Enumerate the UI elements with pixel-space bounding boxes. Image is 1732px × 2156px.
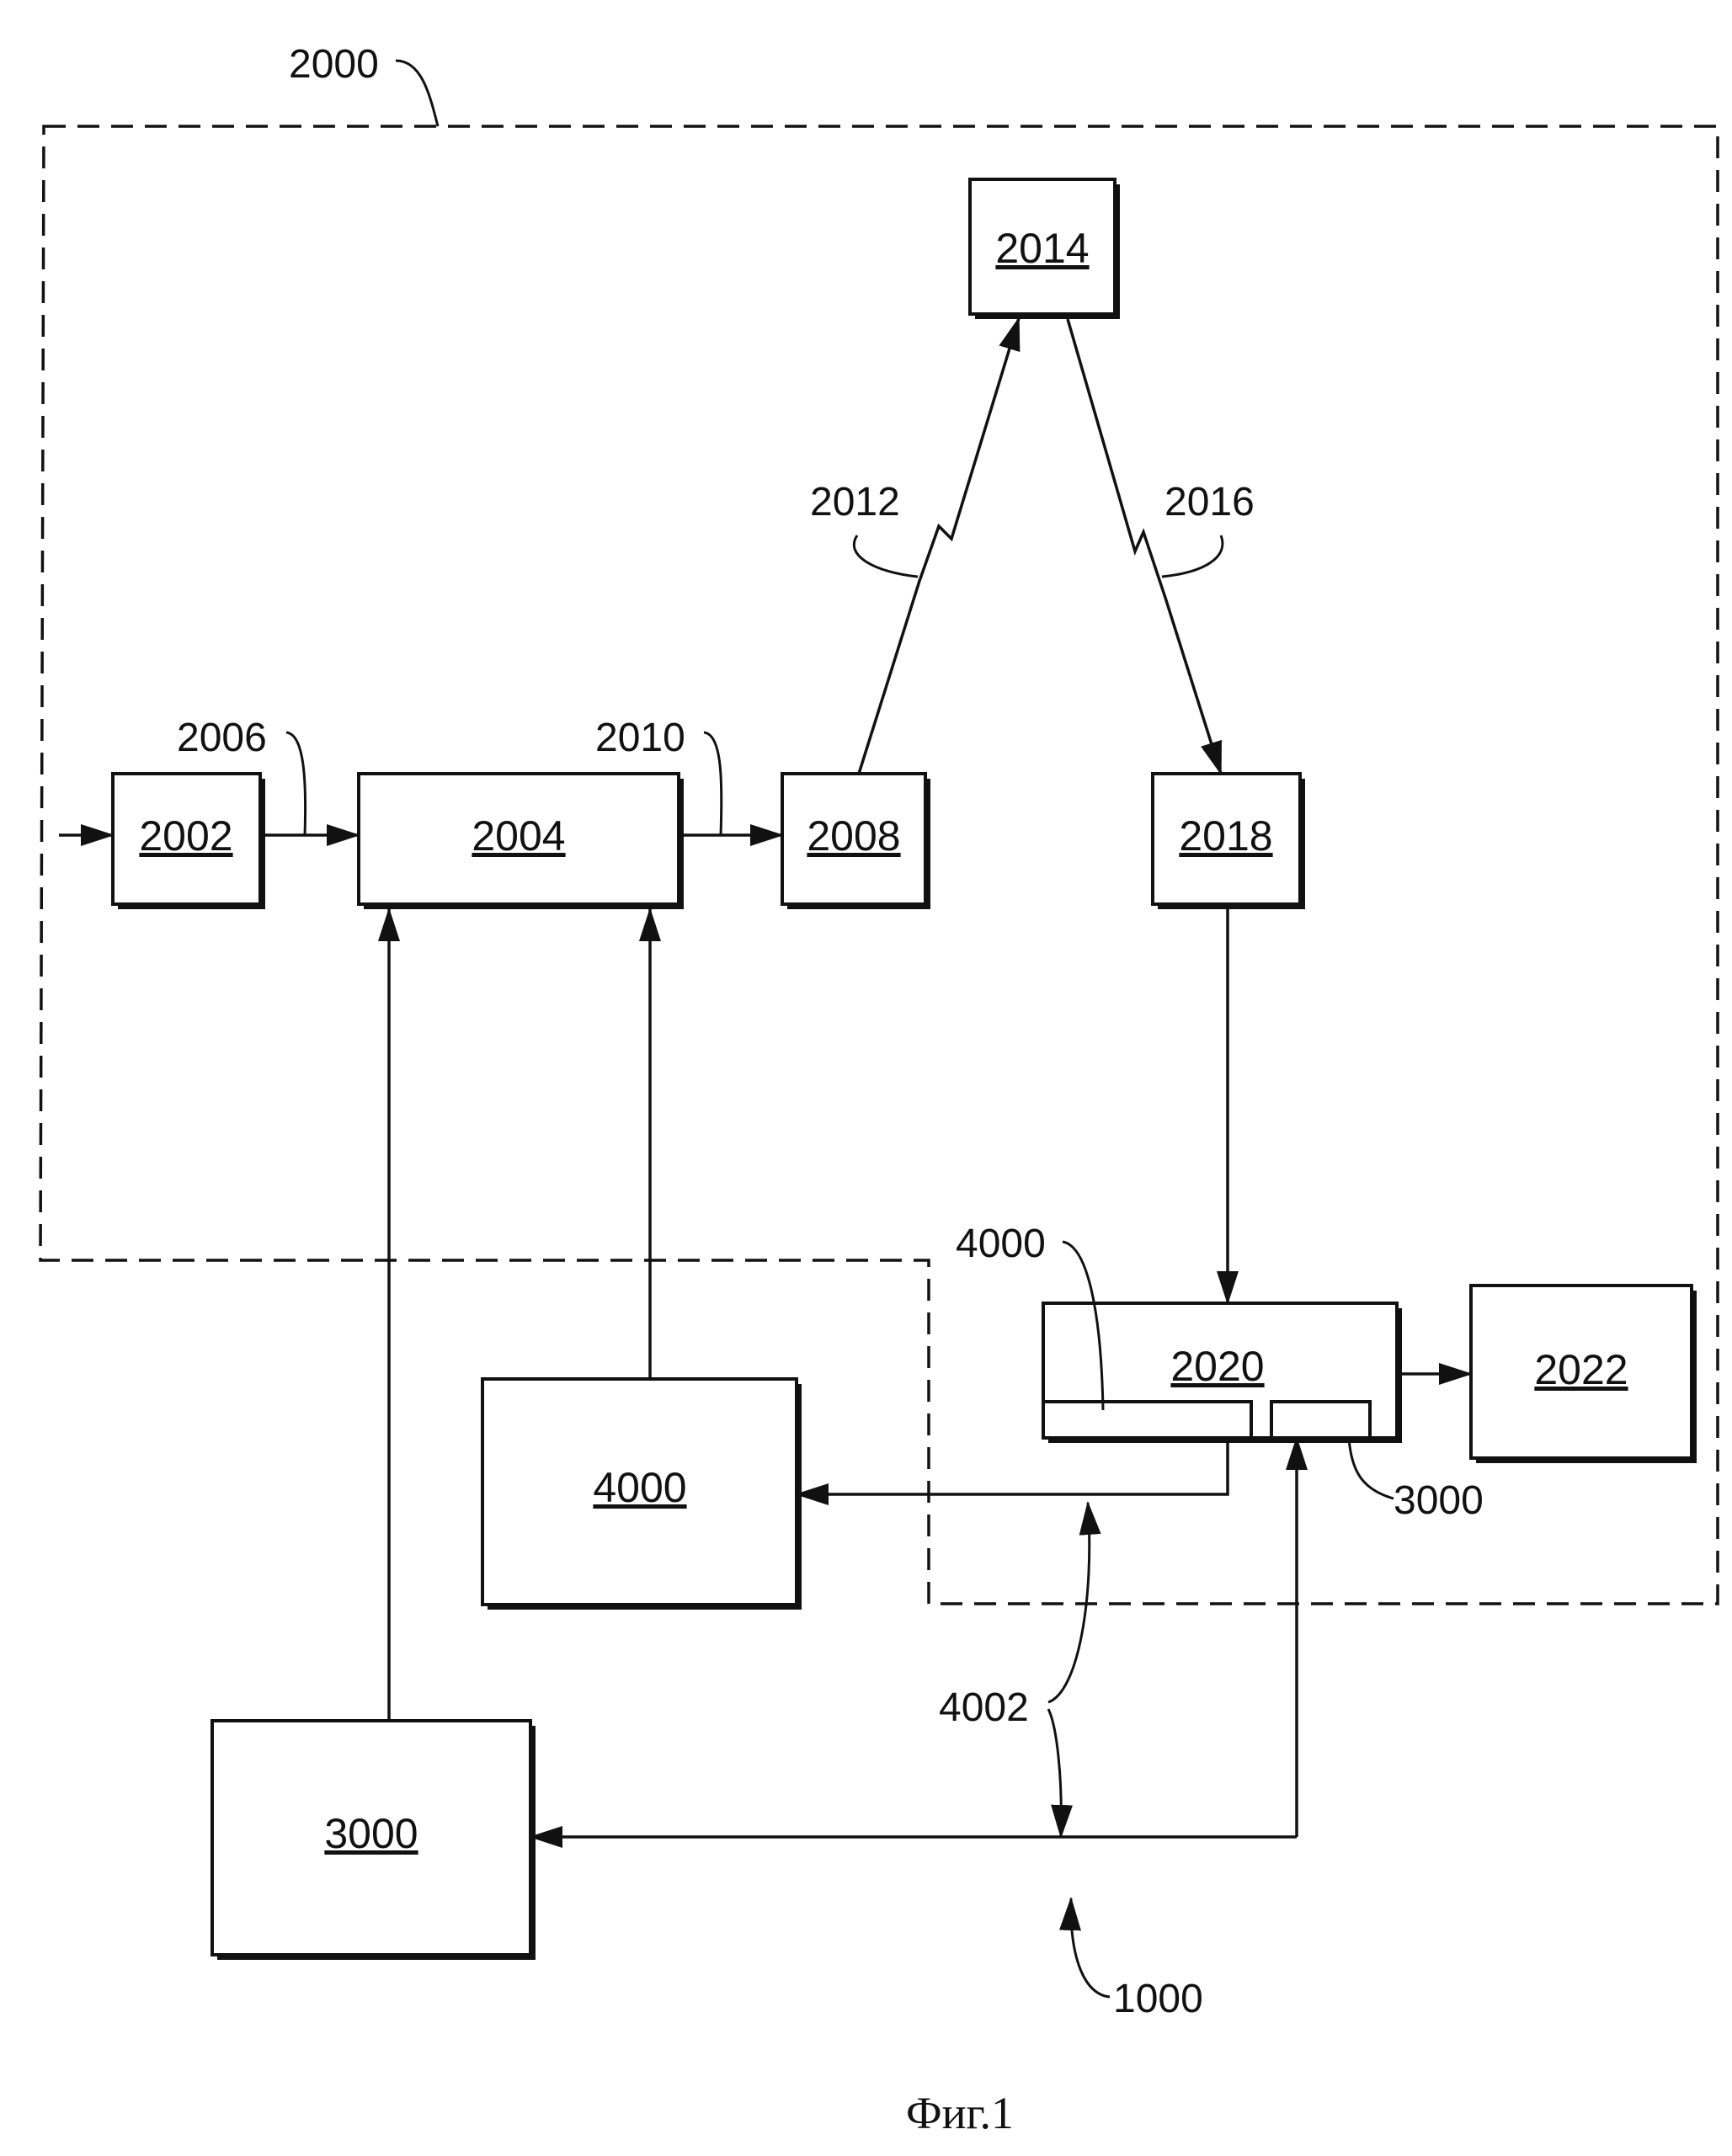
box-2014: 2014 [970,179,1120,319]
box-2014-label: 2014 [995,225,1089,272]
label-2006: 2006 [177,716,267,760]
box-3000: 3000 [212,1721,536,1960]
label-2012: 2012 [810,480,900,524]
leader-2006 [286,732,306,835]
label-2010: 2010 [595,716,685,760]
box-4000-label: 4000 [593,1464,686,1511]
box-2022: 2022 [1471,1286,1697,1463]
box-2004: 2004 [359,774,684,909]
leader-3000-right [1349,1438,1394,1499]
sub-block-3000 [1271,1402,1370,1438]
label-2000: 2000 [289,42,379,87]
box-2018-label: 2018 [1179,812,1272,860]
box-2002: 2002 [113,774,265,909]
box-2020-label: 2020 [1170,1343,1264,1390]
sub-block-4000 [1043,1402,1251,1438]
leader-2016 [1162,535,1223,577]
leader-1000 [1071,1898,1110,1997]
label-1000: 1000 [1113,1977,1203,2021]
leader-2010 [704,732,722,835]
label-2016: 2016 [1164,480,1255,524]
leader-2012 [854,535,918,577]
box-4000: 4000 [482,1379,802,1610]
box-2008-label: 2008 [807,812,900,860]
box-2004-label: 2004 [472,812,565,860]
box-3000-label: 3000 [324,1810,418,1857]
arrow-2020-4000 [797,1438,1228,1494]
figure-caption: Фиг.1 [906,2088,1014,2138]
box-2018: 2018 [1153,774,1305,909]
leader-4002-down [1048,1709,1061,1837]
box-2002-label: 2002 [139,812,232,860]
link-2016 [1068,319,1221,774]
label-4000-top: 4000 [956,1222,1046,1266]
box-2008: 2008 [782,774,930,909]
box-2022-label: 2022 [1534,1346,1628,1393]
link-2012 [859,318,1019,774]
label-4002: 4002 [939,1685,1029,1730]
label-3000-right: 3000 [1394,1478,1484,1523]
leader-2000 [396,61,438,126]
